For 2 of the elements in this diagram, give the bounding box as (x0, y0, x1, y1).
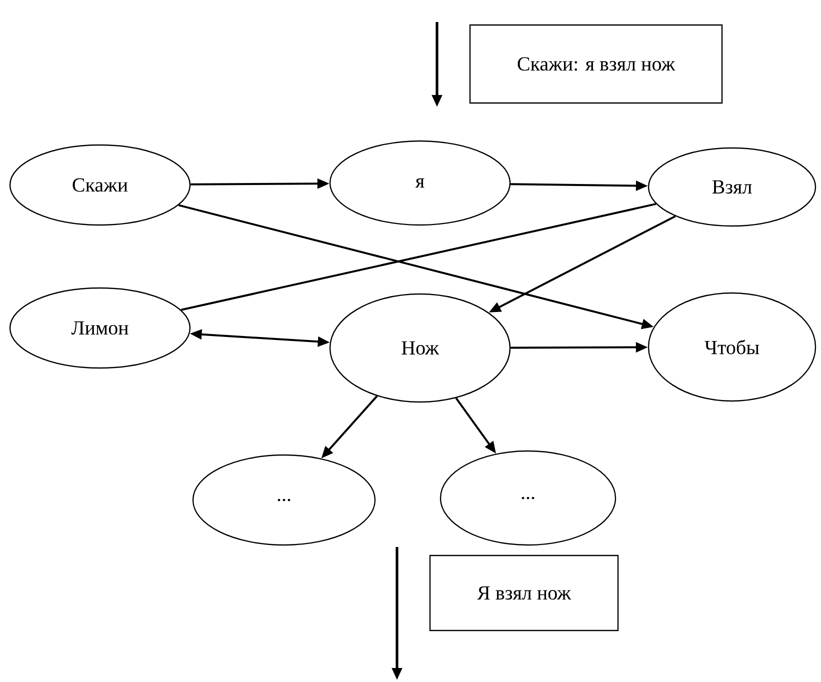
text-box: Я взял нож (429, 554, 619, 632)
text-box: Скажи: я взял нож (469, 24, 723, 104)
